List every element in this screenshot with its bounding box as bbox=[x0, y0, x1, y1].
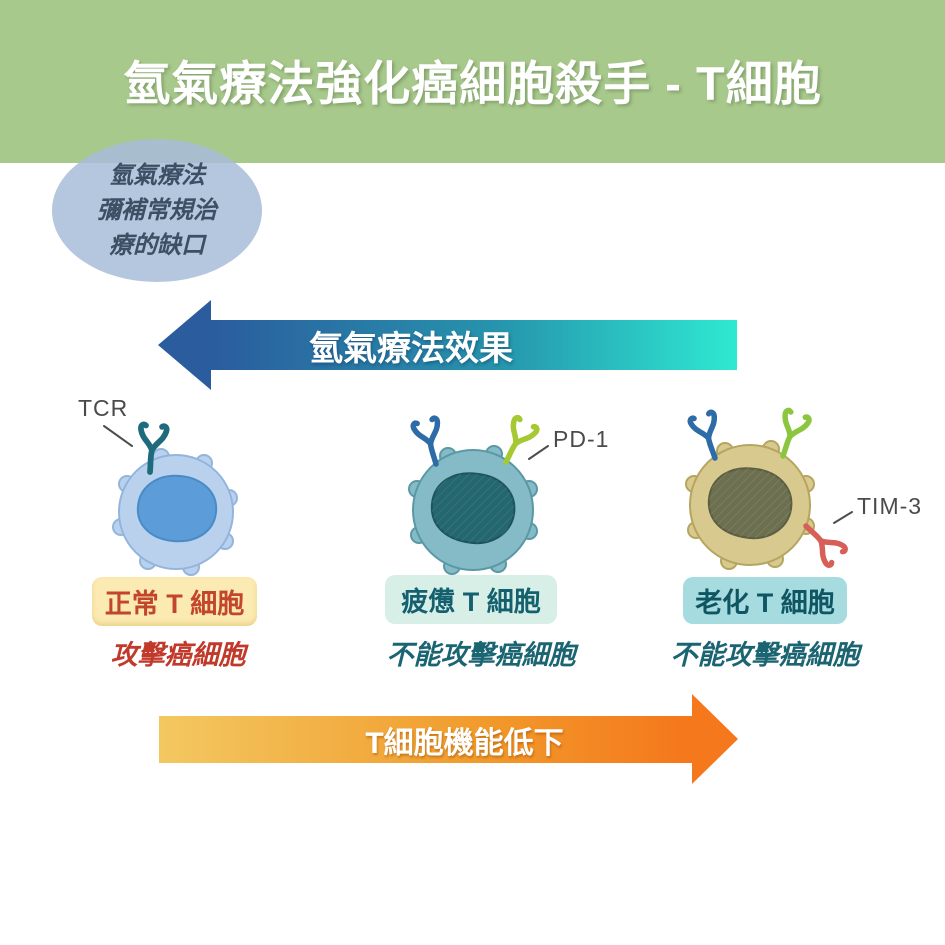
page-title: 氫氣療法強化癌細胞殺手 - T細胞 bbox=[123, 57, 822, 110]
t-cell-icon bbox=[408, 414, 540, 575]
tim3-receptor-icon bbox=[803, 523, 848, 568]
normal-t-cell-name-box: 正常 T 細胞 bbox=[92, 577, 257, 626]
pd1-pointer-line bbox=[528, 445, 549, 460]
tcr-receptor-icon bbox=[138, 421, 170, 475]
tim3-label: TIM-3 bbox=[857, 493, 922, 519]
effect-arrow-label: 氫氣療法效果 bbox=[309, 329, 513, 368]
effect-arrow-body bbox=[210, 320, 737, 370]
normal-t-cell-status: 攻擊癌細胞 bbox=[110, 640, 246, 670]
pd1-receptor-icon bbox=[503, 414, 540, 465]
normal-t-cell-illustration: TCR bbox=[78, 395, 238, 576]
bubble-line: 氫氣療法 bbox=[109, 162, 205, 189]
tim3-pointer-line bbox=[833, 511, 853, 524]
decline-arrow-body bbox=[159, 716, 692, 763]
exhausted-t-cell-illustration: PD-1 bbox=[408, 414, 609, 575]
exhausted-t-cell-status: 不能攻擊癌細胞 bbox=[386, 640, 576, 670]
effect-arrow-head-icon bbox=[158, 300, 211, 390]
header-band: 氫氣療法強化癌細胞殺手 - T細胞 bbox=[0, 0, 945, 163]
pd1-receptor-icon bbox=[780, 407, 812, 459]
tcr-receptor-icon bbox=[687, 409, 718, 461]
decline-arrow-head-icon bbox=[692, 694, 738, 784]
decline-arrow-label: T細胞機能低下 bbox=[365, 726, 564, 760]
senescent-t-cell-status: 不能攻擊癌細胞 bbox=[670, 640, 860, 670]
bubble-line: 療的缺口 bbox=[109, 232, 205, 259]
tcr-receptor-icon bbox=[410, 415, 441, 467]
senescent-t-cell-name-box: 老化 T 細胞 bbox=[683, 577, 847, 624]
therapy-gap-bubble: 氫氣療法 彌補常規治 療的缺口 bbox=[52, 139, 262, 282]
exhausted-t-cell-name-box: 疲憊 T 細胞 bbox=[385, 575, 557, 624]
senescent-t-cell-illustration: TIM-3 bbox=[685, 407, 922, 570]
t-cell-icon bbox=[685, 407, 848, 570]
tcr-label: TCR bbox=[78, 395, 128, 421]
bubble-line: 彌補常規治 bbox=[97, 197, 217, 224]
tcr-pointer-line bbox=[103, 425, 133, 447]
t-cell-icon bbox=[112, 421, 238, 576]
pd1-label: PD-1 bbox=[553, 426, 609, 452]
